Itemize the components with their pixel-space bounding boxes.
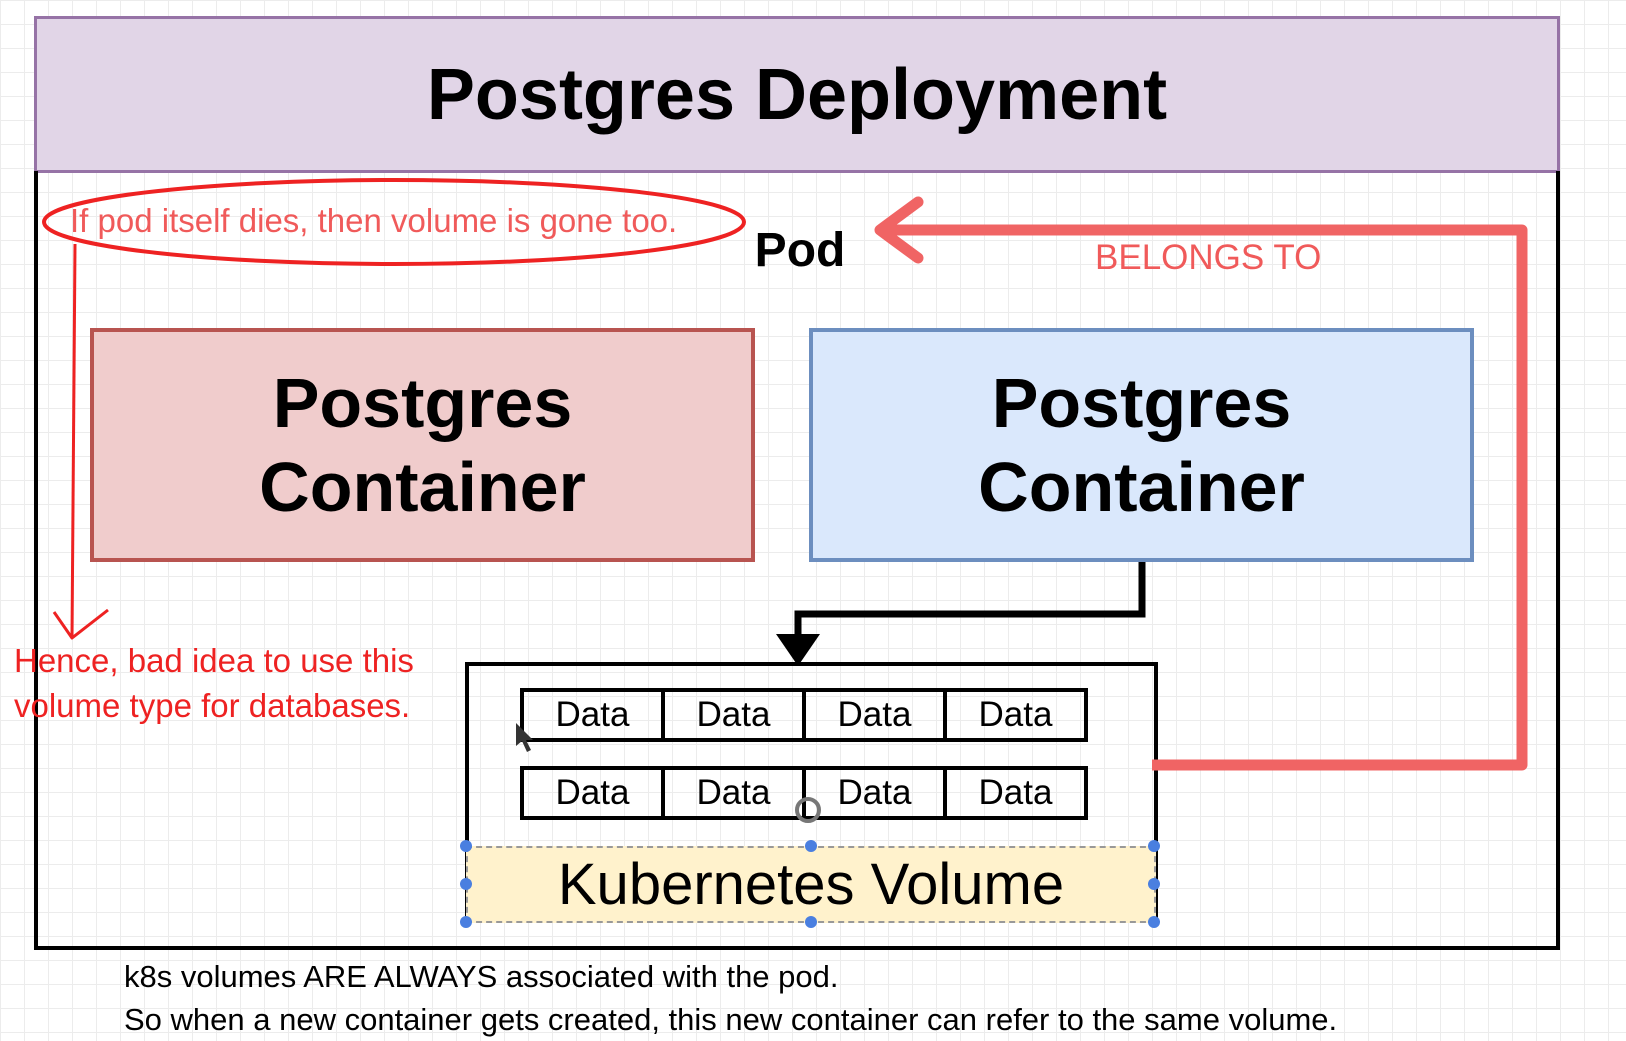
pointer-arrow-line <box>70 243 77 639</box>
footer-line1: k8s volumes ARE ALWAYS associated with t… <box>124 959 839 994</box>
annotation-hence-line1: Hence, bad idea to use this <box>14 642 414 679</box>
belongs-to-arrowhead <box>874 196 924 264</box>
deployment-title: Postgres Deployment <box>426 54 1168 135</box>
annotation-pod-dies: If pod itself dies, then volume is gone … <box>70 202 678 239</box>
container-left-line2: Container <box>259 448 586 526</box>
pointer-arrow-head <box>52 608 109 640</box>
connector-arrowhead <box>776 634 820 666</box>
deployment-header[interactable]: Postgres Deployment <box>34 16 1560 173</box>
selection-handle[interactable] <box>460 878 472 890</box>
data-cell[interactable]: Data <box>520 688 665 742</box>
data-cell[interactable]: Data <box>943 688 1088 742</box>
selection-handle[interactable] <box>805 840 817 852</box>
selection-handle[interactable] <box>1148 878 1160 890</box>
container-right-line1: Postgres <box>991 364 1292 442</box>
selection-handle[interactable] <box>460 916 472 928</box>
selection-handle[interactable] <box>460 840 472 852</box>
annotation-hence: Hence, bad idea to use this volume type … <box>14 638 414 728</box>
kubernetes-volume-label[interactable]: Kubernetes Volume <box>466 846 1156 923</box>
pod-label: Pod <box>754 223 846 277</box>
annotation-ellipse <box>42 178 746 266</box>
data-row-2: Data Data Data Data <box>520 766 1088 820</box>
belongs-to-label: BELONGS TO <box>1095 238 1322 277</box>
selection-handle[interactable] <box>805 916 817 928</box>
footer-line2: So when a new container gets created, th… <box>124 1002 1338 1037</box>
annotation-hence-line2: volume type for databases. <box>14 687 411 724</box>
selection-handle[interactable] <box>1148 916 1160 928</box>
rotate-handle-icon <box>795 797 821 823</box>
pod-box[interactable] <box>34 171 1560 950</box>
container-right-line2: Container <box>978 448 1305 526</box>
container-left-line1: Postgres <box>272 364 573 442</box>
data-cell[interactable]: Data <box>802 688 947 742</box>
data-cell[interactable]: Data <box>520 766 665 820</box>
postgres-container-left[interactable]: Postgres Container <box>90 328 755 562</box>
container-volume-connector <box>794 562 1146 650</box>
data-cell[interactable]: Data <box>661 688 806 742</box>
footer-note: k8s volumes ARE ALWAYS associated with t… <box>124 955 1337 1041</box>
data-row-1: Data Data Data Data <box>520 688 1088 742</box>
data-cell[interactable]: Data <box>943 766 1088 820</box>
belongs-to-arrow <box>880 224 1528 771</box>
kubernetes-volume-text: Kubernetes Volume <box>557 852 1065 917</box>
mouse-cursor-icon <box>516 723 533 752</box>
postgres-container-right[interactable]: Postgres Container <box>809 328 1474 562</box>
selection-handle[interactable] <box>1148 840 1160 852</box>
